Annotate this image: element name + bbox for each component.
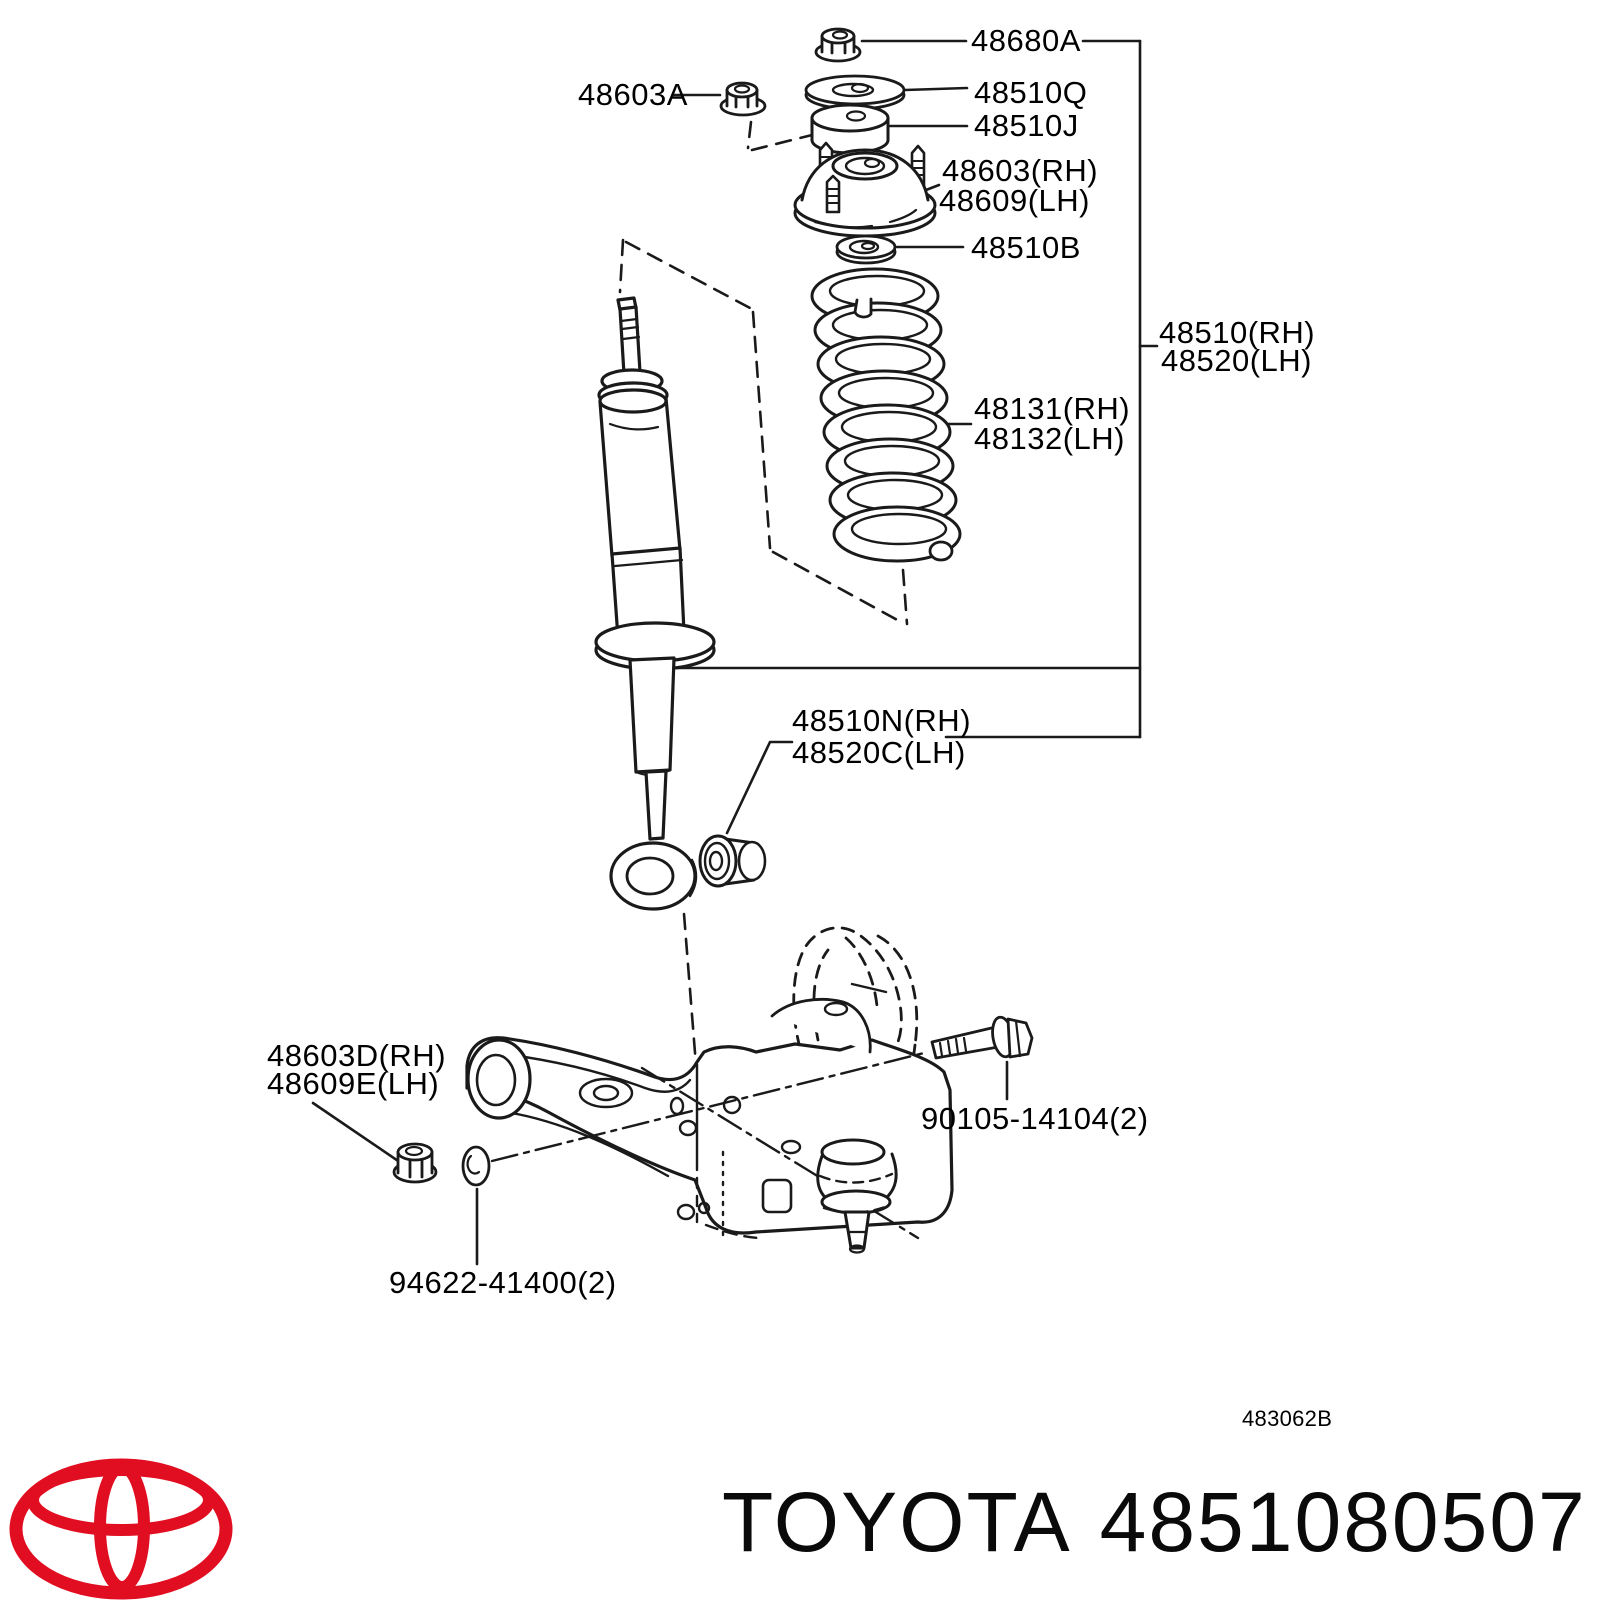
- leader-lines: [311, 39, 1159, 1266]
- part-label-94622: 94622-41400(2): [389, 1265, 617, 1300]
- footer-part-line: TOYOTA 4851080507: [722, 1474, 1587, 1571]
- part-label-90105: 90105-14104(2): [921, 1101, 1149, 1136]
- part-label-48603drh: 48603D(RH): [267, 1038, 447, 1073]
- part-label-48520lh: 48520(LH): [1161, 343, 1312, 378]
- part-label-48510b: 48510B: [971, 230, 1081, 265]
- part-label-48510q: 48510Q: [974, 75, 1088, 110]
- part-label-48510nrh: 48510N(RH): [792, 703, 972, 738]
- ball-joint-drawing: [816, 1138, 898, 1254]
- cushion-48510j-drawing: [810, 103, 890, 155]
- arm-washer-94622-drawing: [461, 1145, 491, 1187]
- shock-absorber-drawing: [594, 296, 716, 911]
- part-label-48603rh: 48603(RH): [942, 153, 1099, 188]
- alignment-dashes: [618, 120, 909, 1080]
- toyota-logo: [9, 1458, 233, 1600]
- bolt-90105-drawing: [930, 1015, 1034, 1060]
- part-label-48603a: 48603A: [578, 77, 688, 112]
- drawing-code: 483062B: [1242, 1406, 1333, 1431]
- part-label-48680a: 48680A: [971, 23, 1081, 58]
- part-label-48609lh: 48609(LH): [939, 183, 1090, 218]
- strut-mount-drawing: [793, 141, 937, 238]
- coil-spring-drawing: [810, 267, 962, 563]
- part-label-48520clh: 48520C(LH): [792, 735, 966, 770]
- brand-name: TOYOTA: [722, 1475, 1072, 1569]
- part-label-48510j: 48510J: [974, 108, 1079, 143]
- part-label-48510rh: 48510(RH): [1159, 315, 1316, 350]
- part-label-48132lh: 48132(LH): [974, 421, 1125, 456]
- main-part-number: 4851080507: [1099, 1475, 1587, 1569]
- nut-48603a-drawing: [719, 81, 767, 117]
- nut-48680a-drawing: [814, 27, 862, 63]
- arm-nut-48603d-drawing: [392, 1142, 438, 1184]
- part-label-48131rh: 48131(RH): [974, 391, 1131, 426]
- washer-48510b-drawing: [835, 234, 897, 265]
- bushing-48510n-drawing: [698, 834, 767, 888]
- part-label-48609elh: 48609E(LH): [267, 1066, 440, 1101]
